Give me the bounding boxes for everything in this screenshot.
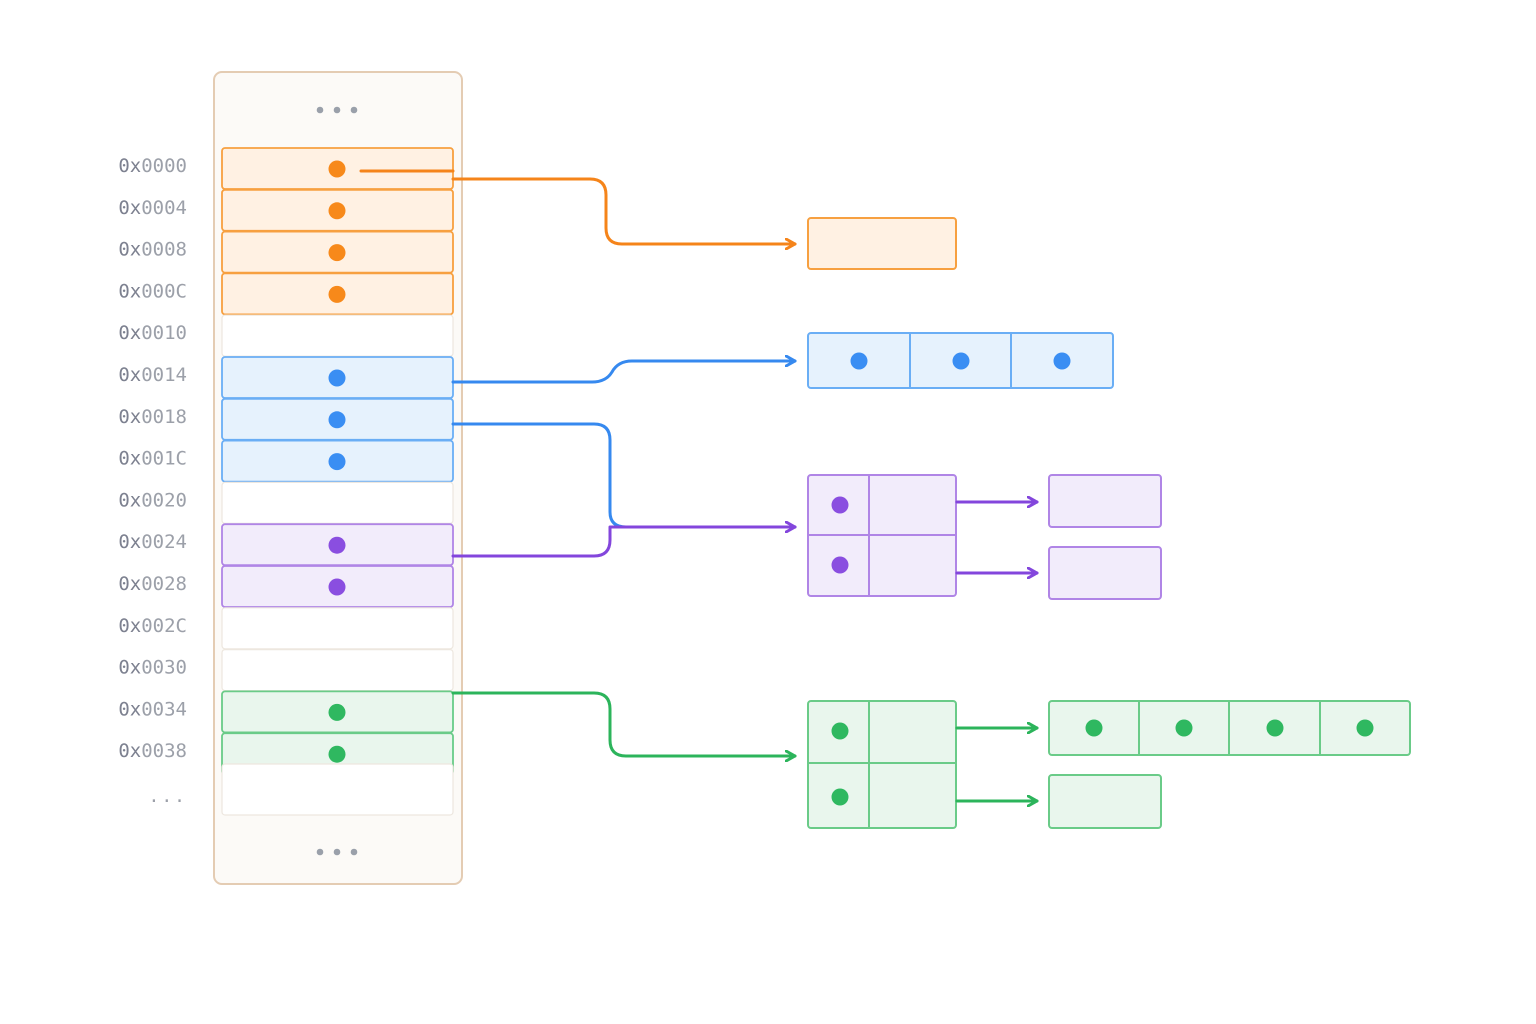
address-prefix: 0x	[118, 364, 141, 386]
address-label: 0x0038	[118, 740, 187, 762]
green-pointer-table	[807, 700, 1411, 829]
address-prefix: 0x	[118, 155, 141, 177]
address-prefix: 0x	[118, 615, 141, 637]
address-digits: 0038	[141, 740, 187, 762]
address-digits: 0010	[141, 322, 187, 344]
address-digits: 0030	[141, 657, 187, 679]
green-array-dot	[1175, 719, 1193, 737]
trailing-empty-slot	[221, 763, 454, 816]
purple-table-dot	[831, 496, 849, 514]
pointer-dot	[328, 703, 346, 721]
address-prefix: 0x	[118, 406, 141, 428]
memory-slot-0020	[221, 481, 454, 524]
pointer-connectors	[359, 169, 797, 756]
address-digits: 0020	[141, 489, 187, 511]
address-digits: 001C	[141, 448, 187, 470]
address-prefix: 0x	[118, 239, 141, 261]
pointer-dot	[328, 536, 346, 554]
address-label: 0x0020	[118, 489, 187, 511]
address-label: 0x0030	[118, 657, 187, 679]
purple-connector	[451, 527, 795, 558]
address-label: 0x000C	[118, 280, 187, 302]
green-array-dot	[1085, 719, 1103, 737]
address-digits: 0014	[141, 364, 187, 386]
address-digits: 0008	[141, 239, 187, 261]
address-digits: 0034	[141, 698, 187, 720]
address-prefix: 0x	[118, 322, 141, 344]
address-labels: 0x00000x00040x00080x000C0x00100x00140x00…	[118, 155, 187, 762]
green-connector	[451, 691, 797, 756]
green-table-dot	[831, 788, 849, 806]
address-label: 0x0018	[118, 406, 187, 428]
pointer-dot	[328, 369, 346, 387]
address-prefix: 0x	[118, 197, 141, 219]
purple-child-block	[1048, 546, 1162, 600]
address-digits: 0018	[141, 406, 187, 428]
address-prefix: 0x	[118, 448, 141, 470]
green-table-dot	[831, 722, 849, 740]
orange-connector	[359, 169, 795, 244]
address-label: 0x0000	[118, 155, 187, 177]
address-prefix: 0x	[118, 573, 141, 595]
address-label: 0x0010	[118, 322, 187, 344]
blue-array-dot	[1053, 352, 1071, 370]
pointer-dot	[328, 244, 346, 262]
bottom-ellipsis-icon	[316, 848, 358, 856]
pointer-dot	[328, 453, 346, 471]
green-array-dot	[1266, 719, 1284, 737]
pointer-dot	[328, 578, 346, 596]
address-prefix: 0x	[118, 489, 141, 511]
top-ellipsis-icon	[316, 106, 358, 114]
memory-slot-0010	[221, 314, 454, 357]
memory-slot-0030	[221, 648, 454, 692]
address-label: 0x0008	[118, 239, 187, 261]
address-digits: 000C	[141, 280, 187, 302]
address-label: 0x0004	[118, 197, 187, 219]
address-label: 0x0024	[118, 531, 187, 553]
purple-pointer-table	[807, 474, 1162, 600]
blue-target-array	[807, 332, 1114, 389]
memory-slot-002c	[221, 607, 454, 650]
green-child-array	[1048, 700, 1411, 756]
address-digits: 0004	[141, 197, 187, 219]
orange-target-block	[807, 217, 957, 270]
address-label: 0x001C	[118, 448, 187, 470]
address-digits: 002C	[141, 615, 187, 637]
address-prefix: 0x	[118, 698, 141, 720]
address-prefix: 0x	[118, 531, 141, 553]
address-label: 0x002C	[118, 615, 187, 637]
address-label: 0x0014	[118, 364, 187, 386]
address-digits: 0000	[141, 155, 187, 177]
purple-child-block	[1048, 474, 1162, 528]
address-label: 0x0028	[118, 573, 187, 595]
pointer-dot	[328, 411, 346, 429]
pointer-dot	[328, 285, 346, 303]
blue-array-dot	[850, 352, 868, 370]
pointer-dot	[328, 160, 346, 178]
address-prefix: 0x	[118, 657, 141, 679]
blue-array-dot	[952, 352, 970, 370]
green-child-block	[1048, 774, 1162, 829]
memory-panel	[213, 71, 463, 885]
memory-slots	[221, 147, 454, 776]
purple-table-dot	[831, 556, 849, 574]
address-prefix: 0x	[118, 740, 141, 762]
address-digits: 0024	[141, 531, 187, 553]
blue-connector-top	[451, 361, 797, 384]
address-label: 0x0034	[118, 698, 187, 720]
address-digits: 0028	[141, 573, 187, 595]
address-prefix: 0x	[118, 280, 141, 302]
pointer-dot	[328, 202, 346, 220]
blue-connector-mid	[451, 422, 797, 529]
address-trailing-ellipsis: ...	[148, 786, 187, 807]
green-array-dot	[1356, 719, 1374, 737]
pointer-dot	[328, 745, 346, 763]
